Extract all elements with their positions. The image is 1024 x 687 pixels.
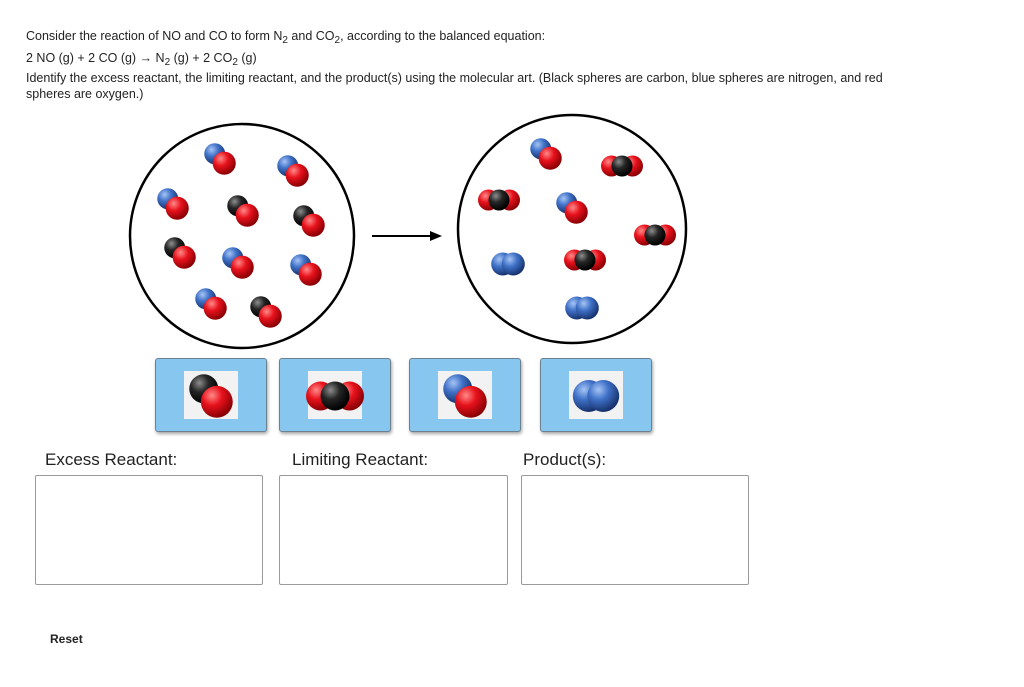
limiting-reactant-label: Limiting Reactant:	[292, 450, 429, 469]
question-intro: Consider the reaction of NO and CO to fo…	[26, 29, 546, 46]
no-molecule	[556, 192, 588, 224]
co-molecule	[250, 296, 282, 328]
excess-reactant-dropzone[interactable]	[35, 475, 263, 585]
n2-molecule-icon	[572, 380, 620, 412]
co-molecule	[189, 374, 233, 418]
no-molecule-icon	[443, 374, 487, 418]
tile-co[interactable]	[155, 358, 267, 432]
molecular-art	[128, 113, 688, 350]
excess-reactant-label: Excess Reactant:	[45, 450, 178, 469]
no-molecule	[204, 143, 236, 175]
co-molecule-icon	[189, 374, 233, 418]
no-molecule	[290, 254, 322, 286]
n2-molecule	[565, 296, 599, 320]
no-molecule	[530, 138, 562, 170]
no-molecule	[277, 155, 309, 187]
balanced-equation: 2 NO (g) + 2 CO (g) → N2 (g) + 2 CO2 (g)	[26, 51, 257, 68]
co2-molecule	[306, 381, 364, 411]
n2-molecule	[491, 252, 525, 276]
reaction-arrow	[372, 231, 442, 241]
products-dropzone[interactable]	[521, 475, 749, 585]
co-molecule	[227, 195, 259, 227]
no-molecule	[443, 374, 487, 418]
tile-n2[interactable]	[540, 358, 652, 432]
co2-molecule-icon	[306, 381, 364, 411]
tile-co2[interactable]	[279, 358, 391, 432]
n2-molecule	[572, 380, 620, 412]
question-instructions: Identify the excess reactant, the limiti…	[26, 71, 883, 101]
co-molecule	[164, 237, 196, 269]
reset-button[interactable]: Reset	[50, 632, 83, 646]
co2-molecule	[601, 155, 643, 177]
no-molecule	[195, 288, 227, 320]
limiting-reactant-dropzone[interactable]	[279, 475, 508, 585]
co-molecule	[293, 205, 325, 237]
tile-no[interactable]	[409, 358, 521, 432]
no-molecule	[222, 247, 254, 279]
reactant-container	[128, 122, 356, 350]
co2-molecule	[478, 189, 520, 211]
co2-molecule	[634, 224, 676, 246]
products-label: Product(s):	[523, 450, 607, 469]
no-molecule	[157, 188, 189, 220]
co2-molecule	[564, 249, 606, 271]
